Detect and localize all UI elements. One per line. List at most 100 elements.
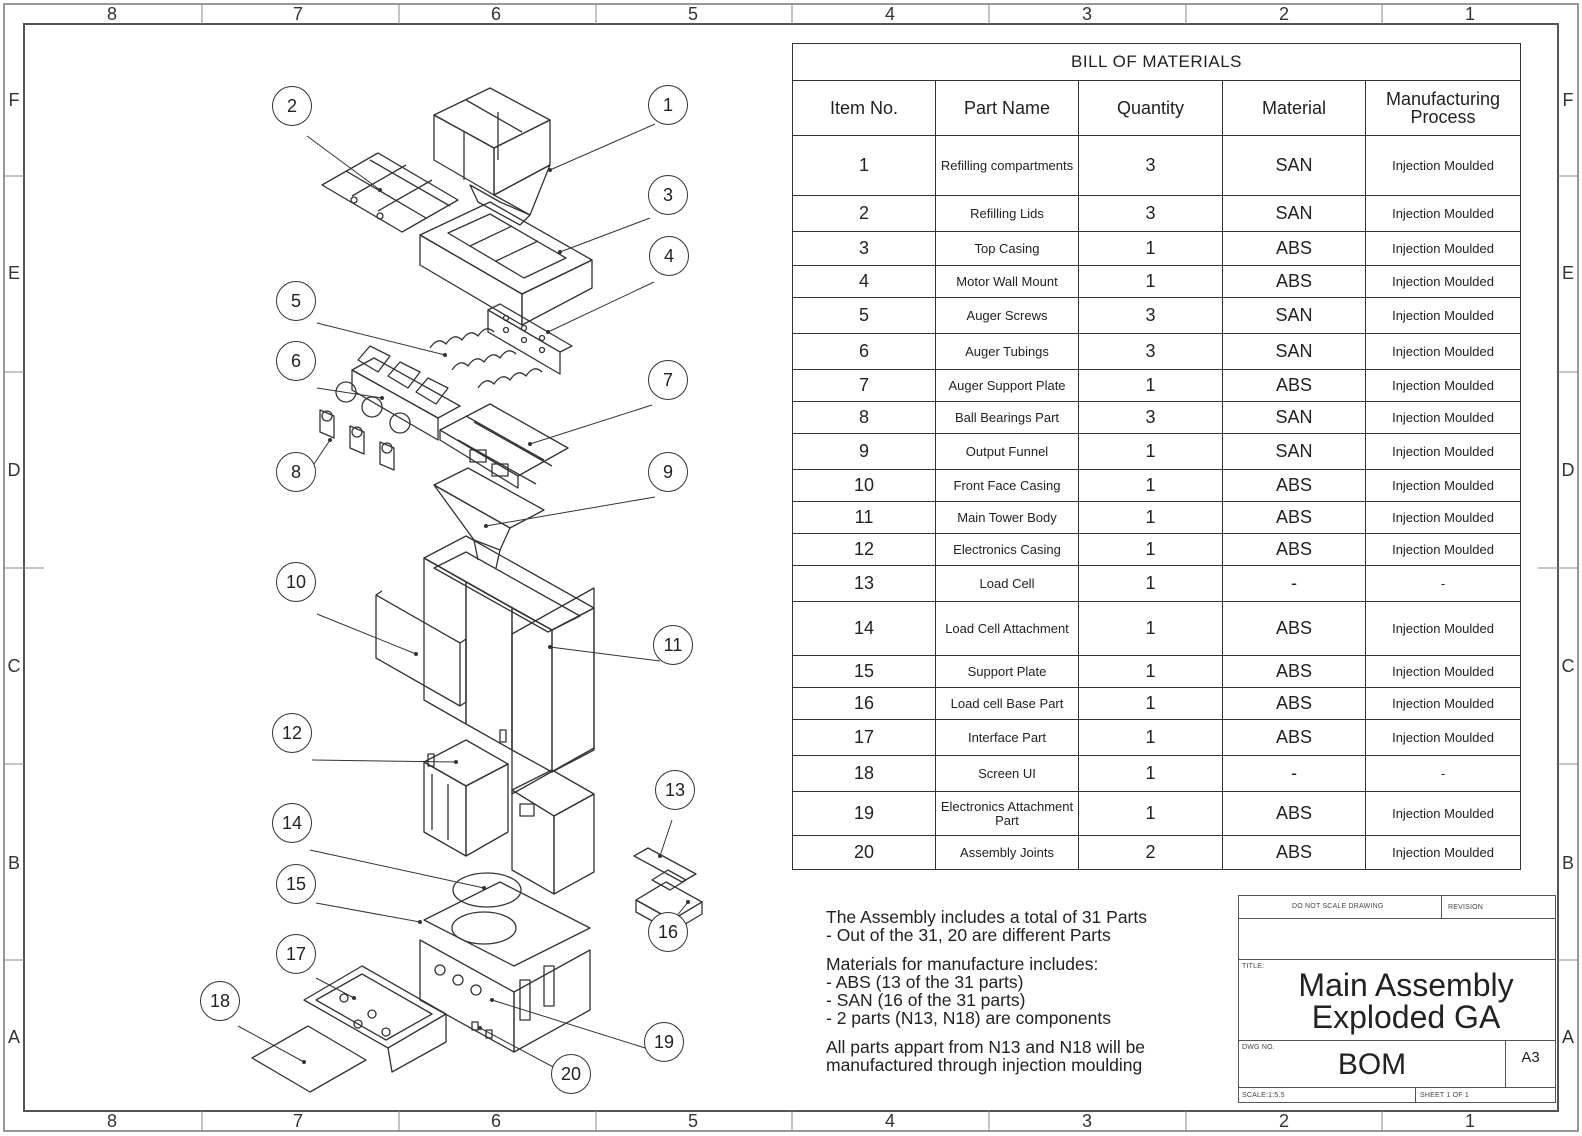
bom-cell-quantity: 1 (1078, 601, 1223, 656)
balloon-2: 2 (272, 86, 312, 126)
bom-cell-material: ABS (1222, 655, 1366, 688)
bom-header-part-name: Part Name (935, 80, 1079, 136)
bom-cell-part-name: Electronics Casing (935, 533, 1079, 566)
part-output-funnel (433, 467, 545, 569)
bom-cell-item: 2 (792, 195, 936, 232)
bom-cell-quantity: 3 (1078, 401, 1223, 434)
bom-cell-item: 14 (792, 601, 936, 656)
bom-cell-part-name: Motor Wall Mount (935, 265, 1079, 298)
bom-cell-process: Injection Moulded (1364, 401, 1522, 434)
bom-cell-part-name: Load Cell (935, 565, 1079, 602)
part-auger-tubings (335, 345, 461, 441)
zone-right-b: B (1561, 853, 1574, 873)
zone-bottom-3: 3 (1081, 1111, 1092, 1131)
bom-cell-item: 20 (792, 835, 936, 870)
bom-cell-material: ABS (1222, 265, 1366, 298)
bom-cell-process: Injection Moulded (1364, 533, 1522, 566)
balloon-17: 17 (276, 934, 316, 974)
part-refilling-lids (321, 152, 459, 233)
bom-cell-part-name: Assembly Joints (935, 835, 1079, 870)
bom-cell-quantity: 1 (1078, 469, 1223, 502)
bom-cell-quantity: 1 (1078, 719, 1223, 756)
bom-cell-quantity: 1 (1078, 533, 1223, 566)
bom-cell-material: SAN (1222, 135, 1366, 196)
bom-cell-process: Injection Moulded (1364, 195, 1522, 232)
note-line: - SAN (16 of the 31 parts) (826, 990, 1026, 1010)
bom-cell-part-name: Front Face Casing (935, 469, 1079, 502)
bom-cell-part-name: Interface Part (935, 719, 1079, 756)
bom-cell-process: Injection Moulded (1364, 655, 1522, 688)
bom-cell-material: - (1222, 755, 1366, 792)
bom-cell-process: Injection Moulded (1364, 265, 1522, 298)
bom-cell-part-name: Ball Bearings Part (935, 401, 1079, 434)
bom-cell-quantity: 3 (1078, 333, 1223, 370)
bom-cell-material: ABS (1222, 791, 1366, 836)
bom-header-row: Item No. Part Name Quantity Material Man… (792, 80, 1522, 136)
zone-left-c: C (7, 656, 21, 676)
bom-cell-process: Injection Moulded (1364, 469, 1522, 502)
balloon-6: 6 (276, 341, 316, 381)
bom-cell-quantity: 1 (1078, 655, 1223, 688)
bom-cell-process: Injection Moulded (1364, 835, 1522, 870)
balloon-13: 13 (655, 770, 695, 810)
balloon-7: 7 (648, 360, 688, 400)
zone-top-8: 8 (106, 4, 117, 24)
bom-cell-part-name: Refilling Lids (935, 195, 1079, 232)
bom-cell-item: 1 (792, 135, 936, 196)
bom-cell-part-name: Auger Screws (935, 297, 1079, 334)
bom-cell-process: Injection Moulded (1364, 433, 1522, 470)
bom-cell-item: 17 (792, 719, 936, 756)
part-lower-housing (511, 769, 595, 895)
part-load-cell-attachment (452, 872, 522, 908)
bom-cell-process: Injection Moulded (1364, 333, 1522, 370)
balloon-18: 18 (200, 981, 240, 1021)
bom-cell-part-name: Main Tower Body (935, 501, 1079, 534)
zone-top-7: 7 (292, 4, 303, 24)
bom-cell-item: 5 (792, 297, 936, 334)
drawing-title: Main Assembly Exploded GA (1266, 969, 1546, 1033)
bom-cell-quantity: 1 (1078, 265, 1223, 298)
bom-cell-quantity: 3 (1078, 297, 1223, 334)
bom-cell-material: ABS (1222, 501, 1366, 534)
zone-top-1: 1 (1464, 4, 1475, 24)
bom-cell-material: ABS (1222, 687, 1366, 720)
part-top-casing (419, 201, 593, 326)
bom-cell-item: 13 (792, 565, 936, 602)
drawing-title-line-2: Exploded GA (1311, 999, 1501, 1035)
bom-cell-part-name: Output Funnel (935, 433, 1079, 470)
zone-bottom-7: 7 (292, 1111, 303, 1131)
balloon-12: 12 (272, 713, 312, 753)
sheet-size: A3 (1521, 1049, 1540, 1066)
bom-cell-material: SAN (1222, 297, 1366, 334)
balloon-10: 10 (276, 562, 316, 602)
sheet-label: SHEET 1 OF 1 (1420, 1092, 1469, 1099)
bom-cell-process: Injection Moulded (1364, 719, 1522, 756)
bom-header-process: Manufacturing Process (1364, 80, 1522, 136)
note-line: All parts appart from N13 and N18 will b… (826, 1037, 1146, 1057)
bom-cell-process: Injection Moulded (1364, 501, 1522, 534)
part-refilling-compartments (433, 87, 551, 226)
scale-label: SCALE:1:5.5 (1242, 1092, 1285, 1099)
note-line: Materials for manufacture includes: (826, 954, 1099, 974)
bom-cell-quantity: 3 (1078, 135, 1223, 196)
bom-cell-process: Injection Moulded (1364, 791, 1522, 836)
bom-header-item: Item No. (792, 80, 936, 136)
zone-right-d: D (1561, 460, 1575, 480)
balloon-19: 19 (644, 1022, 684, 1062)
bom-cell-material: ABS (1222, 601, 1366, 656)
bom-cell-material: ABS (1222, 719, 1366, 756)
zone-bottom-1: 1 (1464, 1111, 1475, 1131)
drawing-title-line-1: Main Assembly (1298, 967, 1514, 1003)
note-line: The Assembly includes a total of 31 Part… (826, 907, 1147, 927)
zone-top-4: 4 (884, 4, 895, 24)
balloon-9: 9 (648, 452, 688, 492)
zone-left-b: B (7, 853, 20, 873)
title-label: TITLE: (1242, 963, 1265, 970)
